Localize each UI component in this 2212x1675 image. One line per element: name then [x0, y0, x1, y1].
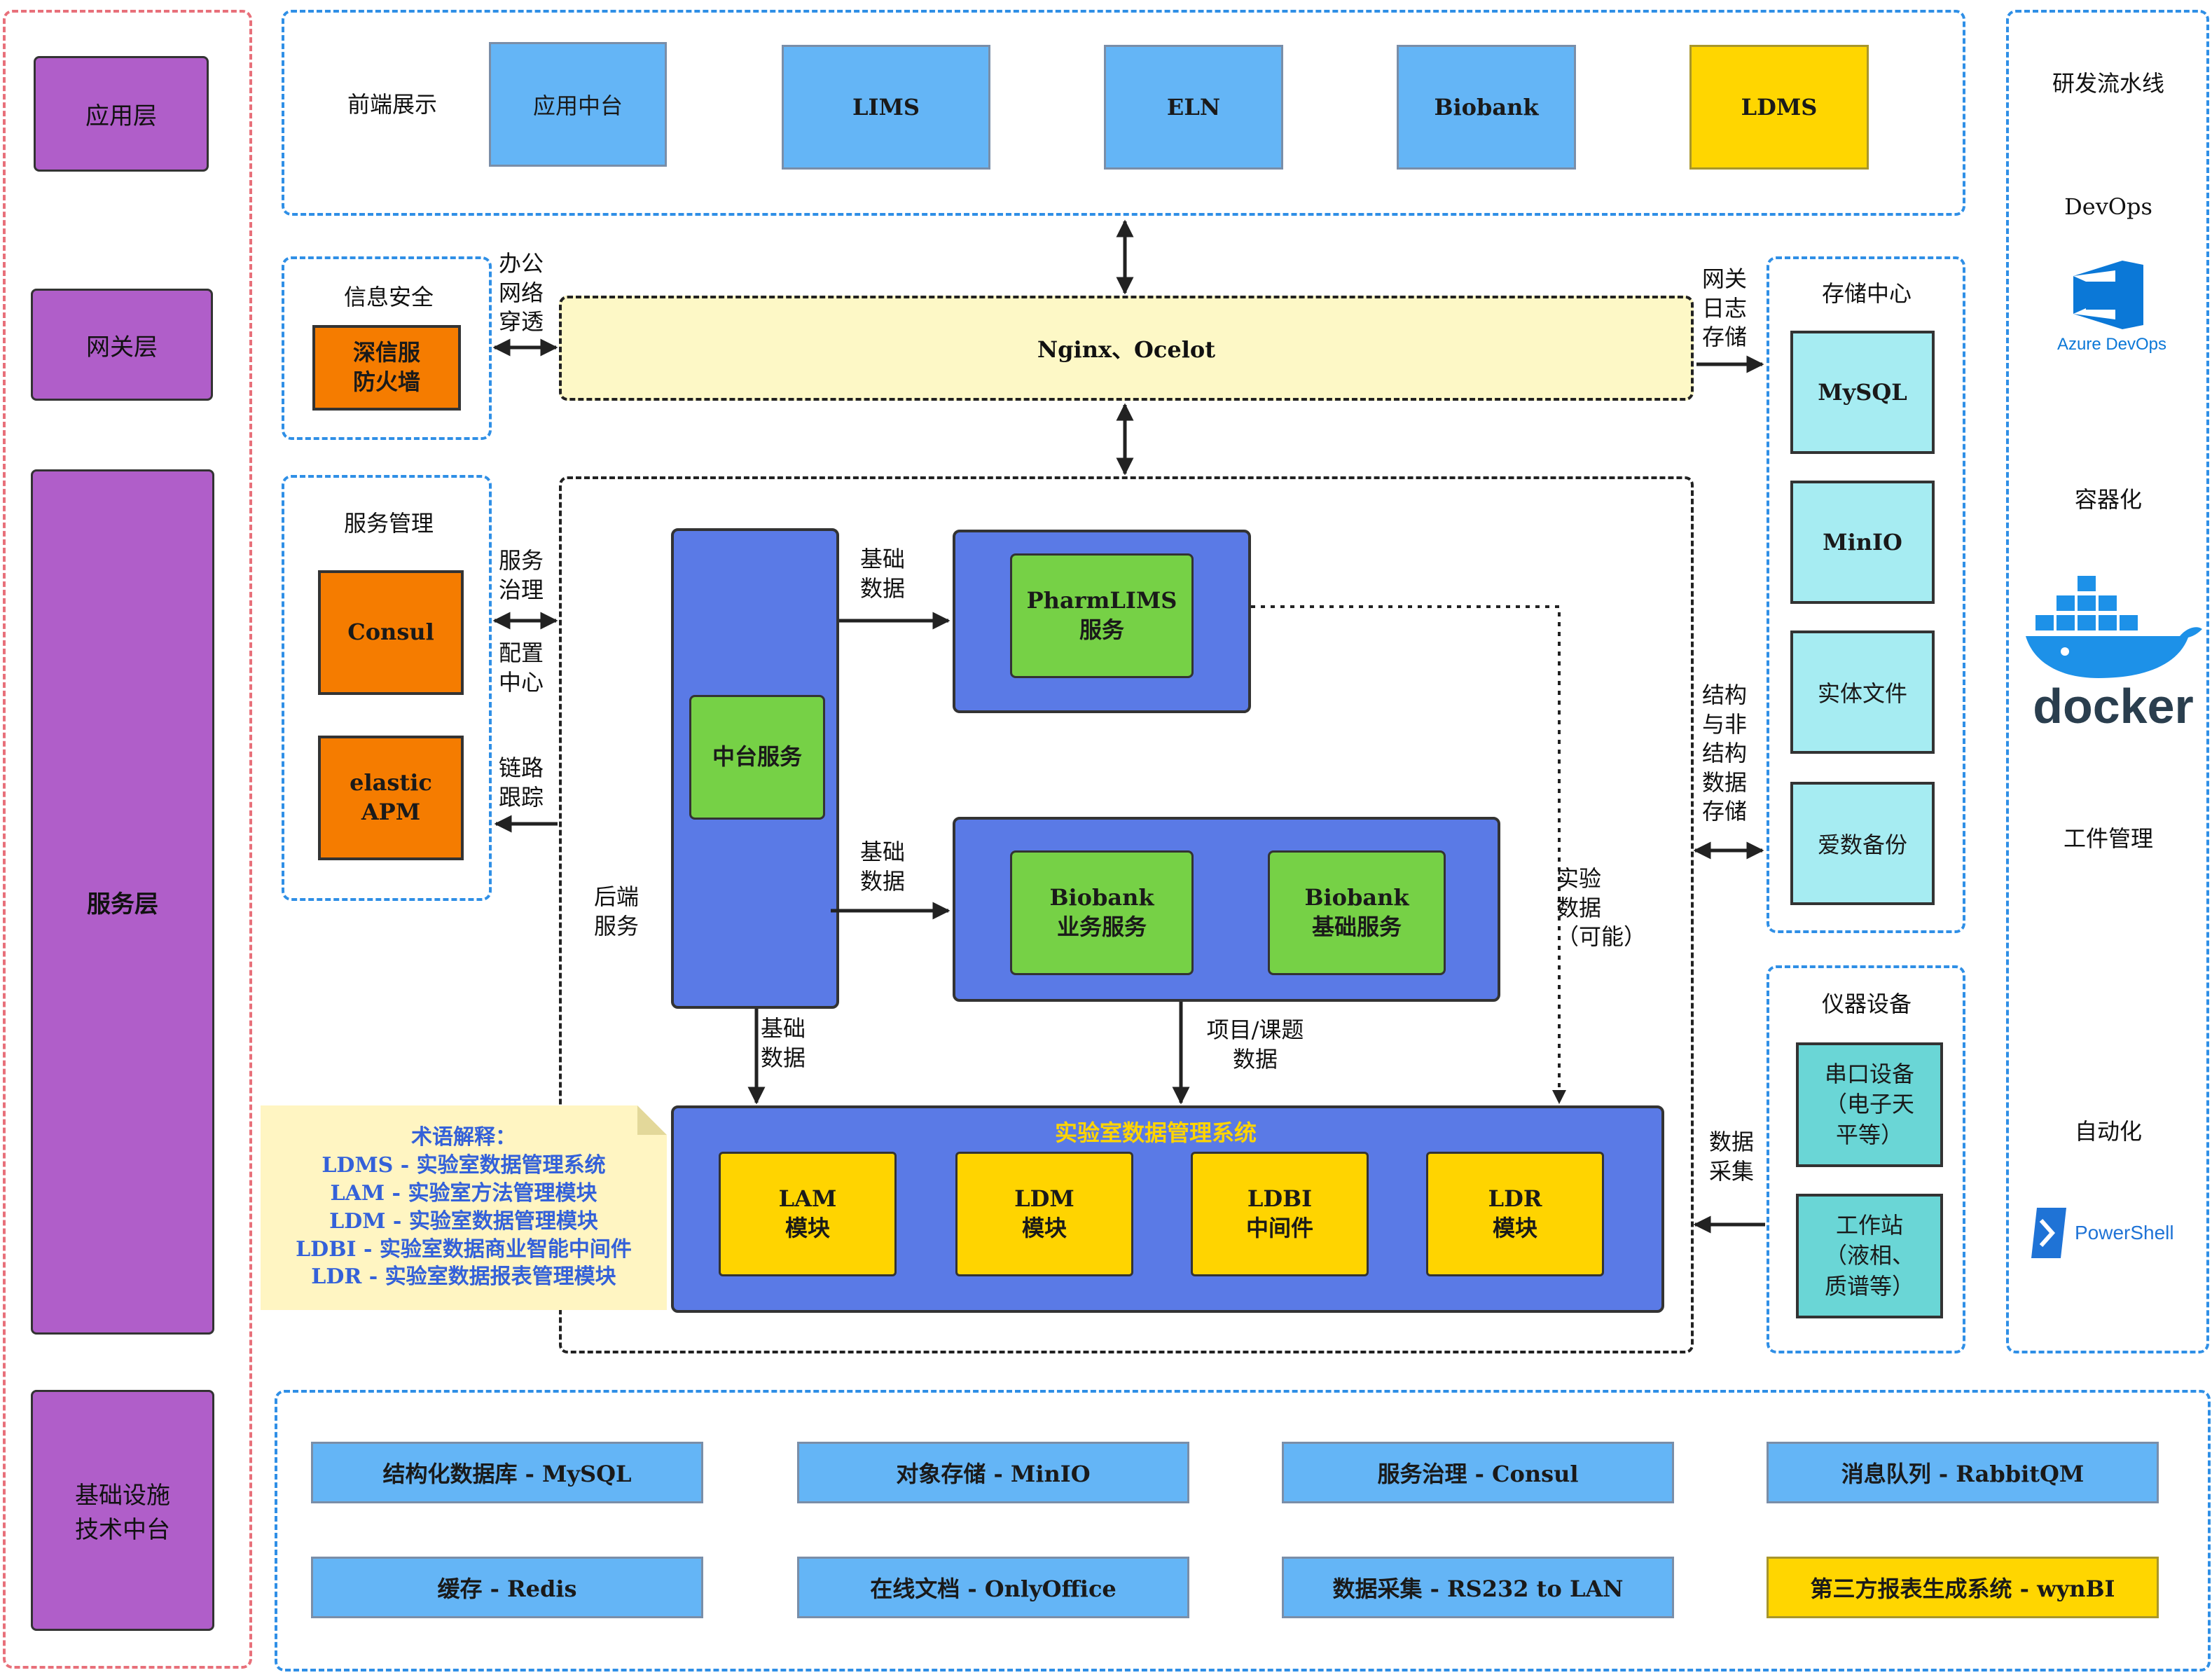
elastic-apm-box: elastic APM	[318, 736, 464, 860]
automation-label: 自动化	[2074, 1118, 2142, 1145]
project-data-label: 项目/课题 数据	[1206, 1016, 1304, 1073]
base-data-label-1: 基础 数据	[860, 546, 906, 602]
glossary-line: LDMS - 实验室数据管理系统	[322, 1152, 606, 1178]
artifact-label: 工件管理	[2063, 825, 2153, 853]
base-data-label-2: 基础 数据	[860, 839, 906, 895]
pharmlims-service: PharmLIMS 服务	[1010, 553, 1194, 678]
frontend-container	[282, 10, 1965, 216]
azure-devops-caption: Azure DevOps	[2057, 335, 2167, 354]
consul-box: Consul	[318, 570, 464, 695]
exp-data-label: 实验 数据 （可能）	[1556, 865, 1647, 951]
storage-edge-label: 结构 与非 结构 数据 存储	[1702, 682, 1748, 825]
biobank-business-service: Biobank 业务服务	[1010, 850, 1194, 975]
infra-mysql: 结构化数据库 - MySQL	[311, 1442, 703, 1503]
devops-label: DevOps	[2064, 193, 2152, 221]
storage-title: 存储中心	[1821, 280, 1912, 308]
pipeline-container	[2006, 10, 2209, 1353]
infra-rabbitmq: 消息队列 - RabbitQM	[1767, 1442, 2159, 1503]
powershell-caption: PowerShell	[2075, 1222, 2174, 1243]
office-network-label: 办公 网络 穿透	[499, 250, 544, 336]
service-mgmt-container	[282, 475, 492, 901]
module-ldbi: LDBI 中间件	[1191, 1152, 1369, 1276]
layer-app: 应用层	[34, 56, 209, 172]
glossary-line: LDBI - 实验室数据商业智能中间件	[296, 1236, 632, 1262]
storage-mysql: MySQL	[1790, 331, 1935, 454]
infra-onlyoffice: 在线文档 - OnlyOffice	[797, 1557, 1189, 1618]
glossary-line: LDM - 实验室数据管理模块	[329, 1208, 598, 1234]
layer-service: 服务层	[31, 469, 214, 1335]
layer-gateway: 网关层	[31, 289, 213, 401]
azure-devops-logo: Azure DevOps	[2031, 255, 2192, 367]
ldms-system-title: 实验室数据管理系统	[1054, 1119, 1257, 1146]
app-lims[interactable]: LIMS	[782, 45, 990, 170]
glossary-line: LDR - 实验室数据报表管理模块	[311, 1264, 616, 1290]
app-biobank[interactable]: Biobank	[1397, 45, 1576, 170]
infra-redis: 缓存 - Redis	[311, 1557, 703, 1618]
devices-edge-label: 数据 采集	[1709, 1129, 1755, 1185]
devices-title: 仪器设备	[1821, 991, 1912, 1018]
device-serial: 串口设备 （电子天 平等）	[1796, 1042, 1943, 1167]
module-ldm: LDM 模块	[955, 1152, 1133, 1276]
trace-label: 链路 跟踪	[499, 754, 544, 811]
firewall: 深信服 防火墙	[312, 325, 461, 411]
note-corner	[637, 1105, 667, 1135]
infra-wynbi: 第三方报表生成系统 - wynBI	[1767, 1557, 2159, 1618]
storage-minio: MinIO	[1790, 481, 1935, 604]
governance-label: 服务 治理	[499, 547, 544, 603]
security-title: 信息安全	[343, 284, 434, 311]
docker-caption: docker	[2033, 679, 2194, 733]
security-container	[282, 256, 492, 440]
device-workstation: 工作站 （液相、 质谱等）	[1796, 1194, 1943, 1318]
module-ldr: LDR 模块	[1426, 1152, 1604, 1276]
container-label: 容器化	[2074, 486, 2142, 513]
storage-backup: 爱数备份	[1790, 782, 1935, 905]
powershell-logo: PowerShell	[2031, 1205, 2199, 1261]
azure-devops-icon	[2073, 261, 2143, 329]
backend-label: 后端 服务	[594, 883, 640, 939]
devices-container	[1767, 965, 1965, 1353]
gateway-bar: Nginx、Ocelot	[559, 296, 1694, 401]
glossary-title: 术语解释：	[411, 1125, 516, 1150]
app-ldms[interactable]: LDMS	[1689, 45, 1869, 170]
module-lam: LAM 模块	[719, 1152, 897, 1276]
middle-service: 中台服务	[689, 695, 825, 820]
backend-container	[559, 476, 1694, 1353]
infra-rs232: 数据采集 - RS232 to LAN	[1282, 1557, 1674, 1618]
config-label: 配置 中心	[499, 640, 544, 696]
pipeline-title: 研发流水线	[2052, 70, 2164, 97]
infra-consul: 服务治理 - Consul	[1282, 1442, 1674, 1503]
storage-files: 实体文件	[1790, 630, 1935, 754]
docker-logo: docker	[2021, 569, 2205, 733]
frontend-title: 前端展示	[347, 91, 437, 118]
base-data-label-3: 基础 数据	[761, 1015, 806, 1071]
infra-minio: 对象存储 - MinIO	[797, 1442, 1189, 1503]
app-eln[interactable]: ELN	[1104, 45, 1283, 170]
docker-icon	[2026, 576, 2202, 678]
storage-container	[1767, 256, 1965, 933]
gateway-log-label: 网关 日志 存储	[1702, 266, 1748, 351]
biobank-base-service: Biobank 基础服务	[1268, 850, 1446, 975]
arrow-pharmlims-ldms	[1251, 605, 1566, 1104]
layer-infra: 基础设施 技术中台	[31, 1390, 214, 1631]
infra-container	[275, 1390, 2211, 1671]
layers-column	[3, 10, 252, 1669]
app-platform[interactable]: 应用中台	[489, 42, 667, 167]
glossary-note: 术语解释： LDMS - 实验室数据管理系统 LAM - 实验室方法管理模块 L…	[261, 1105, 667, 1310]
powershell-icon	[2031, 1208, 2066, 1258]
service-mgmt-title: 服务管理	[343, 510, 434, 537]
glossary-line: LAM - 实验室方法管理模块	[330, 1180, 597, 1206]
